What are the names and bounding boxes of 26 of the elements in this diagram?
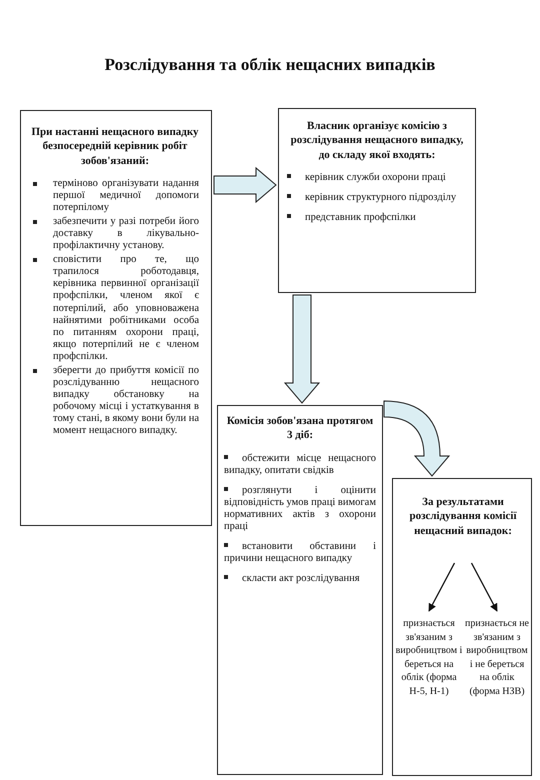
commission-box (278, 108, 476, 293)
bullet-item: встановити обставини і причини нещасного випадку (224, 540, 376, 566)
result-heading: За результатами розслідування комісії нещасний випадок: (401, 495, 525, 559)
result-box (392, 478, 532, 776)
instruction-box (20, 110, 212, 526)
bullet-item: керівник структурного підрозділу (287, 192, 467, 204)
duties-box (217, 405, 383, 775)
bullet-item: сповістити про те, що трапилося роботодавця, керівника первинної організації профспілки, членом якої є потерпілий, або уповноважена найнятими робітниками особа по питанням охорони праці, якщо потерпілий не є членом профспілки. (31, 254, 199, 363)
outcome-text: признається зв'язаним з виробництвом і береться на облік (форма Н-5, Н-1) (395, 617, 463, 773)
bullet-item: скласти акт розслідування (224, 573, 376, 586)
arrow (470, 562, 498, 612)
bullet-item: обстежити місце нещасного випадку, опитати свідків (224, 452, 376, 477)
bullet-item: забезпечити у разі потреби його доставку в лікувально-профілактичну установу. (31, 216, 199, 252)
block-arrow (284, 294, 320, 404)
box-heading: Комісія зобов'язана протягом 3 діб: (226, 414, 374, 443)
box-heading: Власник організує комісію з розслідування нещасного випадку, до складу якої входять: (290, 119, 464, 162)
block-arrow (214, 166, 277, 204)
block-arrow (384, 400, 450, 476)
arrow (428, 562, 456, 612)
box-heading: При настанні нещасного випадку безпосередній керівник робіт зобов'язаний: (31, 125, 199, 168)
bullet-item: розглянути і оцінити відповідність умов праці вимогам нормативних актів з охорони праці (224, 484, 376, 533)
bullet-item: зберегти до прибуття комісії по розслідуванню нещасного випадку обстановку на робочому місці і устаткування в тому стані, в якому вони були на момент нещасного випадку. (31, 364, 199, 438)
bullet-item: керівник служби охорони праці (287, 172, 467, 184)
title: Розслідування та облік нещасних випадків (104, 55, 436, 75)
outcome-text: признається не зв'язаним з виробництвом і не береться на облік (форма НЗВ) (464, 617, 530, 773)
bullet-item: представник профспілки (287, 212, 467, 224)
